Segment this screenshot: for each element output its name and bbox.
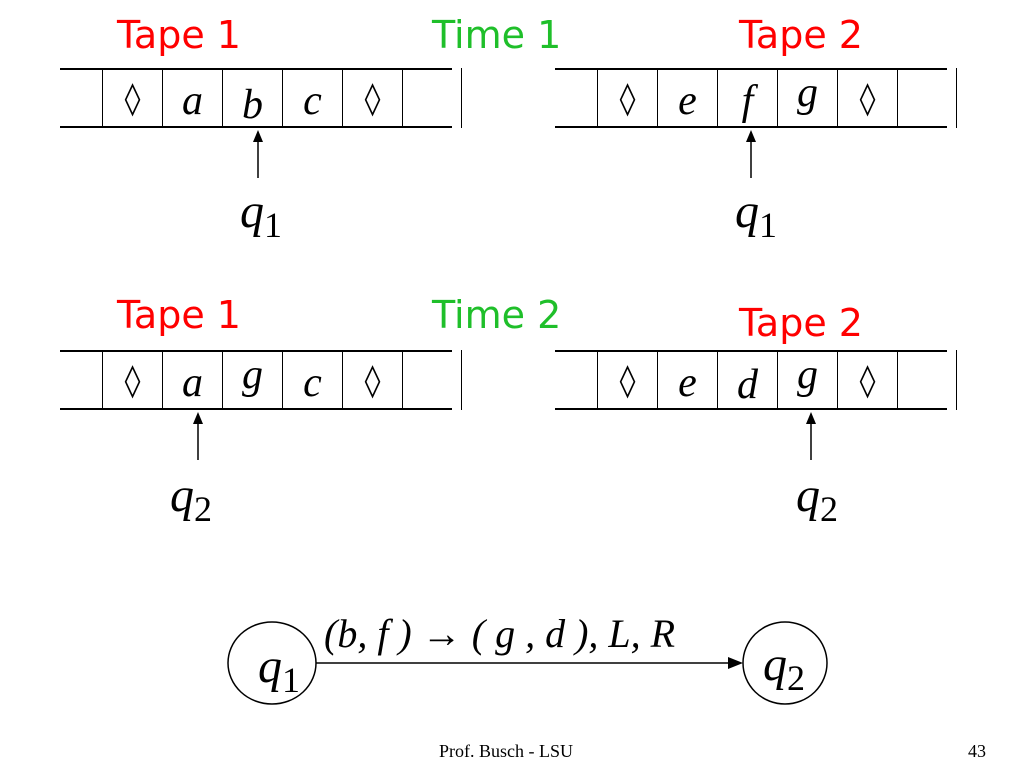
bottom-tape2: ◊ e d g ◊: [555, 350, 957, 410]
tape-cell: ◊: [342, 68, 402, 128]
bottom-tape2-title: Tape 2: [739, 301, 863, 345]
tape-cell: c: [282, 68, 342, 128]
tape-cell: ◊: [102, 350, 162, 410]
tape-cell: ◊: [597, 68, 657, 128]
top-head2-state: q1: [735, 185, 777, 245]
top-time-title: Time 1: [432, 13, 562, 57]
tape-cell: [897, 350, 957, 410]
tape-cell: g: [222, 350, 282, 410]
transition-graph: [227, 621, 828, 705]
top-tape2-title: Tape 2: [739, 13, 863, 57]
tape-cell: a: [162, 350, 222, 410]
tape-cell: e: [657, 350, 717, 410]
tape-cell: ◊: [342, 350, 402, 410]
transition-from-state: q1: [258, 640, 300, 700]
top-tape2: ◊ e f g ◊: [555, 68, 957, 128]
tape-cell: f: [717, 68, 777, 128]
tape-cell: [897, 68, 957, 128]
tape-cell: g: [777, 350, 837, 410]
tape-cell: ◊: [597, 350, 657, 410]
tape-cell: ◊: [102, 68, 162, 128]
tape-cell: d: [717, 350, 777, 410]
tape-cell: g: [777, 68, 837, 128]
tape-cell: c: [282, 350, 342, 410]
bottom-time-title: Time 2: [432, 293, 562, 337]
tape-cell: b: [222, 68, 282, 128]
tape-cell: e: [657, 68, 717, 128]
bottom-tape1: ◊ a g c ◊: [60, 350, 462, 410]
footer-author: Prof. Busch - LSU: [439, 741, 573, 761]
top-tape1-title: Tape 1: [117, 13, 241, 57]
bottom-head2-arrow-icon: [806, 412, 816, 460]
tape-cell: ◊: [837, 68, 897, 128]
tape-cell: [402, 68, 462, 128]
top-head2-arrow-icon: [746, 130, 756, 178]
top-head1-arrow-icon: [253, 130, 263, 178]
transition-label: (b, f ) → ( g , d ), L, R: [324, 611, 676, 656]
tape-cell: a: [162, 68, 222, 128]
top-head1-state: q1: [240, 185, 282, 245]
bottom-head1-arrow-icon: [193, 412, 203, 460]
transition-arrowhead-icon: [728, 657, 743, 669]
bottom-head2-state: q2: [796, 469, 838, 529]
bottom-head1-state: q2: [170, 469, 212, 529]
transition-to-state: q2: [763, 638, 805, 698]
tape-cell: [402, 350, 462, 410]
bottom-tape1-title: Tape 1: [117, 293, 241, 337]
page-number: 43: [968, 741, 986, 761]
top-tape1: ◊ a b c ◊: [60, 68, 462, 128]
tape-cell: ◊: [837, 350, 897, 410]
